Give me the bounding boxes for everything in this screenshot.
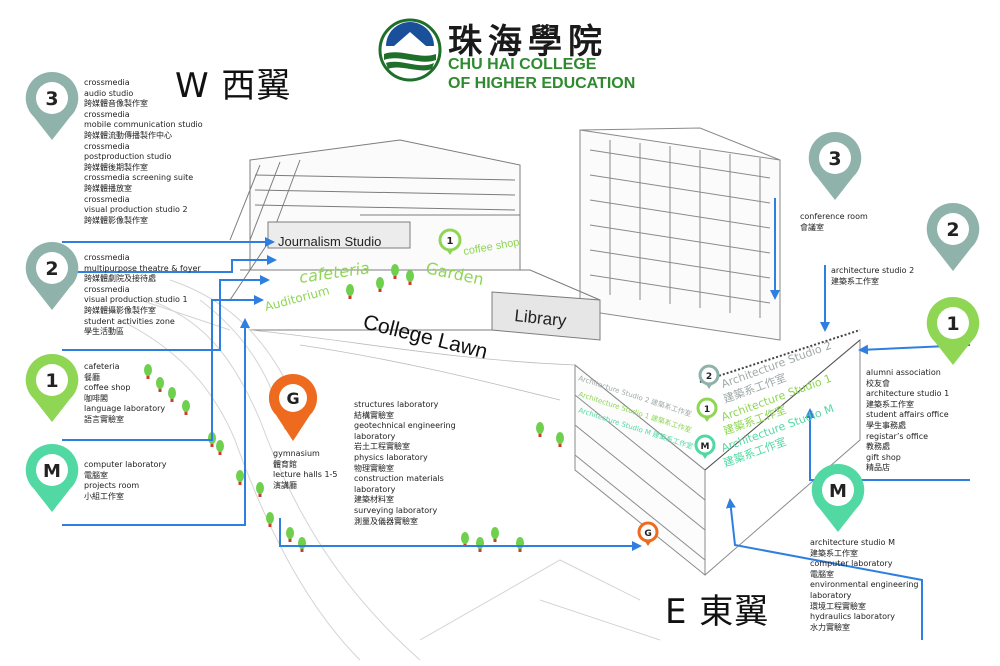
pin-center [819, 142, 851, 174]
center-pin-g[interactable]: G [268, 373, 318, 441]
pin-center [36, 364, 68, 396]
college-english-name-line2: OF HIGHER EDUCATION [448, 75, 636, 92]
tree-icon [286, 527, 294, 542]
pin-center [937, 213, 969, 245]
pin-label: M [829, 481, 847, 502]
pin-label: 2 [946, 219, 959, 241]
tree-icon [476, 537, 484, 552]
west-pin-2-list: crossmedia multipurpose theatre & foyer … [84, 253, 201, 337]
mini-marker-label: M [701, 442, 710, 452]
mini-marker-1[interactable]: 1 [696, 397, 718, 422]
east-pin-2[interactable]: 2 [926, 202, 980, 271]
tree-icon [266, 512, 274, 527]
east-building [574, 127, 861, 577]
pin-center [279, 384, 307, 412]
tree-icon [536, 422, 544, 437]
west-wing-title: W 西翼 [175, 66, 292, 106]
west-pin-1-list: cafeteria 餐廳 coffee shop 咖啡閣 language la… [84, 362, 166, 424]
tree-icon [406, 270, 414, 285]
pin-center [36, 252, 68, 284]
mini-marker-label: 2 [706, 372, 712, 382]
mini-marker-label: 1 [447, 236, 454, 247]
west-pin-m-list: computer laboratory 電腦室 projects room 小組… [84, 460, 167, 501]
tree-icon [156, 377, 164, 392]
auditorium-label: Auditorium [263, 283, 331, 314]
mini-marker-g[interactable]: G [637, 521, 659, 546]
college-logo-emblem [378, 18, 442, 82]
west-pin-m[interactable]: M [25, 443, 79, 512]
pin-label: 3 [45, 88, 58, 110]
east-wing-title: E 東翼 [665, 592, 770, 632]
pin-center [937, 307, 969, 339]
college-english-name-line1: CHU HAI COLLEGE [448, 56, 597, 73]
pin-center [36, 82, 68, 114]
pin-center [36, 454, 68, 486]
lawn-outline [249, 329, 576, 401]
west-pin-1[interactable]: 1 [25, 353, 79, 422]
mini-marker-label: 1 [704, 405, 710, 415]
tree-icon [298, 537, 306, 552]
mini-marker-label: G [644, 529, 651, 539]
east-pin-2-list: architecture studio 2 建築系工作室 [831, 266, 915, 286]
east-pin-m-list: architecture studio M 建築系工作室 computer la… [810, 538, 919, 632]
center-pin-list-b: structures laboratory 結構實驗室 geotechnical… [354, 400, 456, 526]
tree-icon [256, 482, 264, 497]
connector-arrows [62, 198, 971, 640]
east-pin-3-list: conference room 會議室 [800, 212, 868, 232]
pin-label: 1 [45, 370, 58, 392]
pin-label: M [43, 461, 61, 482]
tree-icon [144, 364, 152, 379]
pin-label: 1 [946, 313, 959, 335]
tree-icon [556, 432, 564, 447]
mini-marker-coffee[interactable]: 1 [438, 228, 462, 255]
center-pin-list-a: gymnasium 體育館 lecture halls 1-5 演講廳 [273, 449, 338, 490]
pin-label: 3 [828, 148, 841, 170]
east-pin-m[interactable]: M [811, 463, 865, 532]
college-lawn-label: College Lawn [361, 311, 490, 364]
east-pin-3[interactable]: 3 [808, 131, 862, 200]
tree-icon [461, 532, 469, 547]
tree-icon [376, 277, 384, 292]
tree-icon [216, 440, 224, 455]
tree-icon [516, 537, 524, 552]
mini-marker-2[interactable]: 2 [698, 364, 720, 389]
pin-label: 2 [45, 258, 58, 280]
east-pin-1-list: alumni association 校友會 architecture stud… [866, 368, 950, 473]
tree-icon [168, 387, 176, 402]
pin-center [822, 474, 854, 506]
tree-icon [182, 400, 190, 415]
pin-label: G [286, 389, 299, 408]
college-chinese-name: 珠海學院 [448, 22, 608, 62]
journalism-studio-label: Journalism Studio [278, 234, 381, 249]
tree-icon [236, 470, 244, 485]
west-pin-3[interactable]: 3 [25, 71, 79, 140]
tree-icon [391, 264, 399, 279]
tree-icon [346, 284, 354, 299]
east-pin-1[interactable]: 1 [926, 296, 980, 365]
west-pin-2[interactable]: 2 [25, 241, 79, 310]
tree-icon [491, 527, 499, 542]
west-pin-3-list: crossmedia audio studio 跨媒體音像製作室 crossme… [84, 78, 203, 225]
mini-marker-m[interactable]: M [694, 434, 716, 459]
